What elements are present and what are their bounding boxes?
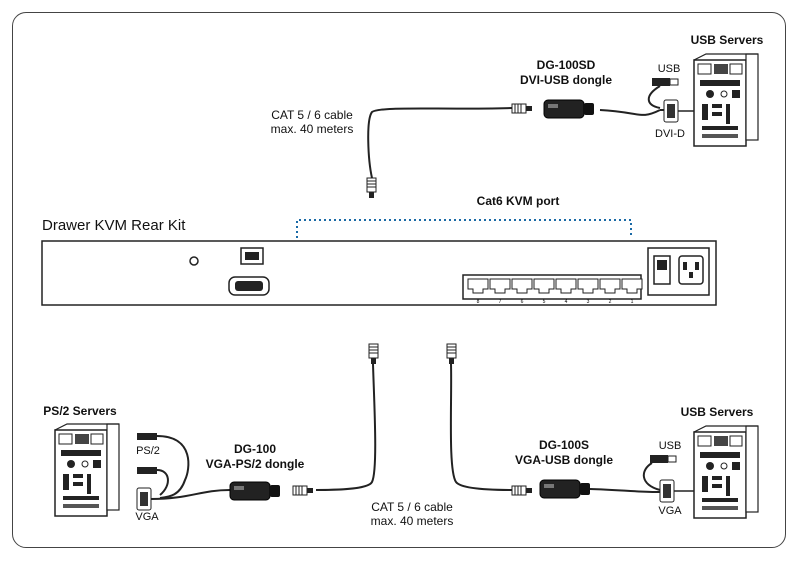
diagram-title: Drawer KVM Rear Kit <box>42 217 186 234</box>
cat6-port-number: 6 <box>521 299 524 305</box>
cat6-port-4 <box>555 278 577 294</box>
right-vga-label: VGA <box>658 505 682 517</box>
dvi-connector-icon <box>663 99 679 123</box>
right-dongle-model: DG-100S <box>538 438 590 452</box>
ps2-label: PS/2 <box>136 445 160 457</box>
left-vga-label: VGA <box>135 511 159 523</box>
top-rj45-icon <box>511 103 533 114</box>
top-cable-line2: max. 40 meters <box>270 122 354 136</box>
left-server-title: PS/2 Servers <box>43 404 117 418</box>
cat6-port-1 <box>621 278 643 294</box>
dg-100s-dongle-icon <box>539 479 591 499</box>
diagram-frame <box>12 12 786 548</box>
left-rj45-icon <box>292 485 314 496</box>
top-cable-plug-icon <box>366 177 377 199</box>
right-usb-label: USB <box>658 440 682 452</box>
cat6-port-8 <box>467 278 489 294</box>
ps2-server-icon <box>54 423 120 517</box>
right-rj45-icon <box>511 485 533 496</box>
dg-100-dongle-icon <box>229 481 281 501</box>
cat6-port-2 <box>599 278 621 294</box>
right-vga-connector-icon <box>659 479 675 503</box>
cat6-port-number: 2 <box>609 299 612 305</box>
top-cable-line1: CAT 5 / 6 cable <box>271 108 353 122</box>
cat6-port-number: 8 <box>477 299 480 305</box>
bottom-cable-line1: CAT 5 / 6 cable <box>371 500 453 514</box>
left-dongle-model: DG-100 <box>233 442 277 456</box>
cat6-port-number: 7 <box>499 299 502 305</box>
bottom-cable-plug-right-icon <box>446 343 457 365</box>
cat6-port-number: 1 <box>631 299 634 305</box>
right-usb-server-icon <box>693 425 759 519</box>
bottom-cable-plug-left-icon <box>368 343 379 365</box>
top-usb-label: USB <box>657 63 681 75</box>
top-dvi-label: DVI-D <box>655 128 685 140</box>
cat6-port-number: 4 <box>565 299 568 305</box>
top-server-title: USB Servers <box>690 33 764 47</box>
cat6-port-number: 5 <box>543 299 546 305</box>
bottom-cable-line2: max. 40 meters <box>370 514 454 528</box>
right-server-title: USB Servers <box>680 405 754 419</box>
top-dongle-model: DG-100SD <box>536 58 596 72</box>
right-usb-connector-icon <box>649 454 677 464</box>
top-usb-connector-icon <box>651 77 679 87</box>
cat6-port-5 <box>533 278 555 294</box>
kvm-port-label: Cat6 KVM port <box>476 194 560 208</box>
cat6-port-3 <box>577 278 599 294</box>
top-dongle-desc: DVI-USB dongle <box>520 73 612 87</box>
dg-100sd-dongle-icon <box>543 99 595 119</box>
cat6-port-row: 8 7 6 5 4 3 2 1 <box>462 274 643 305</box>
top-usb-server-icon <box>693 53 759 147</box>
cat6-port-7 <box>489 278 511 294</box>
left-vga-connector-icon <box>136 487 152 511</box>
right-dongle-desc: VGA-USB dongle <box>515 453 613 467</box>
cat6-port-6 <box>511 278 533 294</box>
left-dongle-desc: VGA-PS/2 dongle <box>205 457 305 471</box>
cat6-port-number: 3 <box>587 299 590 305</box>
